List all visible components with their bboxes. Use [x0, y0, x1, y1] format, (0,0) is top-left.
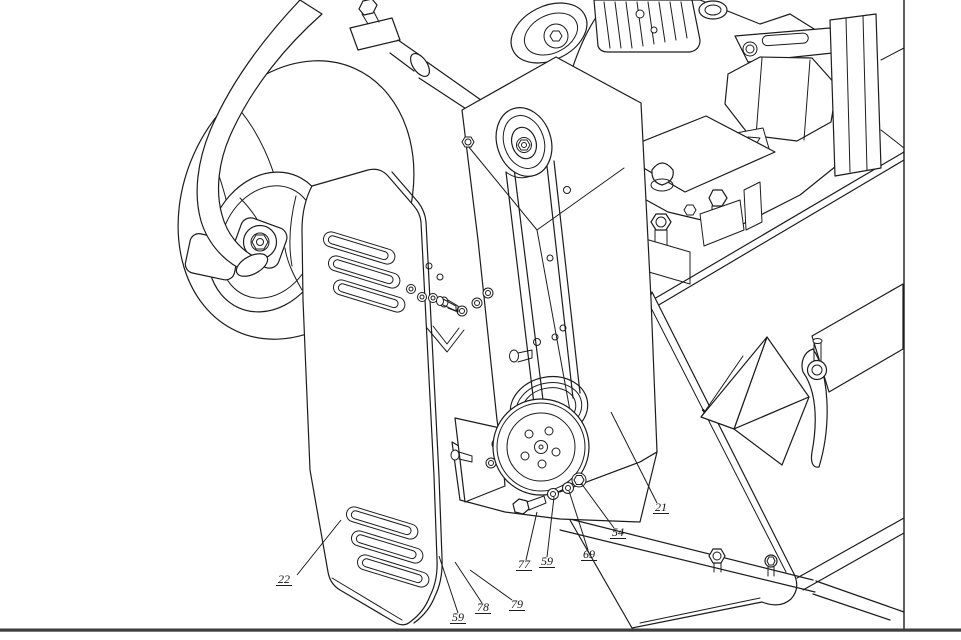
leader-line: [454, 561, 483, 604]
part-number: 78: [477, 600, 489, 614]
washer: [471, 297, 483, 309]
part-label-77: 77: [516, 511, 538, 571]
leader-line: [546, 496, 555, 558]
part-number: 22: [278, 572, 290, 586]
fastener-hardware: [406, 262, 465, 353]
louver: [350, 530, 424, 564]
guard-plate: [301, 168, 443, 626]
bolt: [509, 349, 519, 363]
leader-line: [525, 511, 538, 561]
part-label-22: 22: [276, 519, 342, 586]
deck-hump: [811, 283, 904, 393]
part-number: 59: [541, 554, 553, 568]
engine-mount-hardware: [615, 115, 776, 285]
deck-rear-box: [829, 13, 882, 177]
part-number: 69: [583, 547, 595, 561]
cylinder-boss: [698, 0, 728, 20]
part-label-21: 21: [610, 411, 669, 514]
louver: [332, 279, 406, 313]
handle-clamp-plate: [349, 17, 401, 51]
leader-line: [568, 490, 589, 551]
hex-bolt-small: [683, 204, 697, 216]
hex-bolt: [512, 498, 530, 515]
deck-bolt: [708, 548, 726, 564]
part-number: 77: [518, 557, 531, 571]
tube-end-cap: [235, 253, 269, 277]
part-label-69: 69: [568, 490, 597, 561]
leader-line: [438, 555, 459, 614]
leader-line: [580, 482, 615, 529]
washer: [562, 482, 574, 494]
part-number: 21: [655, 500, 667, 514]
bottom-pulley: [492, 376, 590, 515]
washer: [482, 287, 494, 299]
leader-line: [610, 411, 658, 504]
v-bracket: [426, 325, 465, 353]
washer: [547, 488, 559, 500]
part-label-79: 79: [469, 569, 525, 611]
base-plate: [450, 417, 658, 523]
hub-bolt: [251, 234, 269, 250]
washer: [406, 284, 416, 294]
handlebar-tube: [196, 0, 553, 277]
part-label-54: 54: [580, 482, 626, 539]
washer: [417, 292, 427, 302]
leader-line: [469, 569, 513, 601]
part-number: 54: [612, 525, 624, 539]
top-pulley: [495, 107, 553, 177]
cooling-fins: [593, 0, 701, 53]
washer: [456, 305, 468, 317]
louver: [322, 231, 396, 265]
bracket-slot: [761, 32, 809, 47]
pivot-pin: [806, 359, 828, 381]
louver: [345, 506, 419, 540]
bolt: [436, 296, 444, 306]
part-label-59: 59: [539, 496, 555, 568]
part-number: 59: [452, 610, 464, 624]
bolt: [450, 449, 460, 461]
leader-line: [296, 519, 342, 576]
handle-bolt: [358, 0, 378, 16]
louver: [327, 255, 401, 289]
housing-nut: [461, 136, 475, 148]
part-label-78: 78: [454, 561, 491, 614]
hex-nut: [650, 213, 672, 231]
louver: [356, 554, 430, 588]
part-labels: 22 59 78 79 77 59 69 54 21: [276, 411, 669, 624]
part-label-59: 59: [438, 555, 466, 624]
part-number: 79: [511, 597, 523, 611]
